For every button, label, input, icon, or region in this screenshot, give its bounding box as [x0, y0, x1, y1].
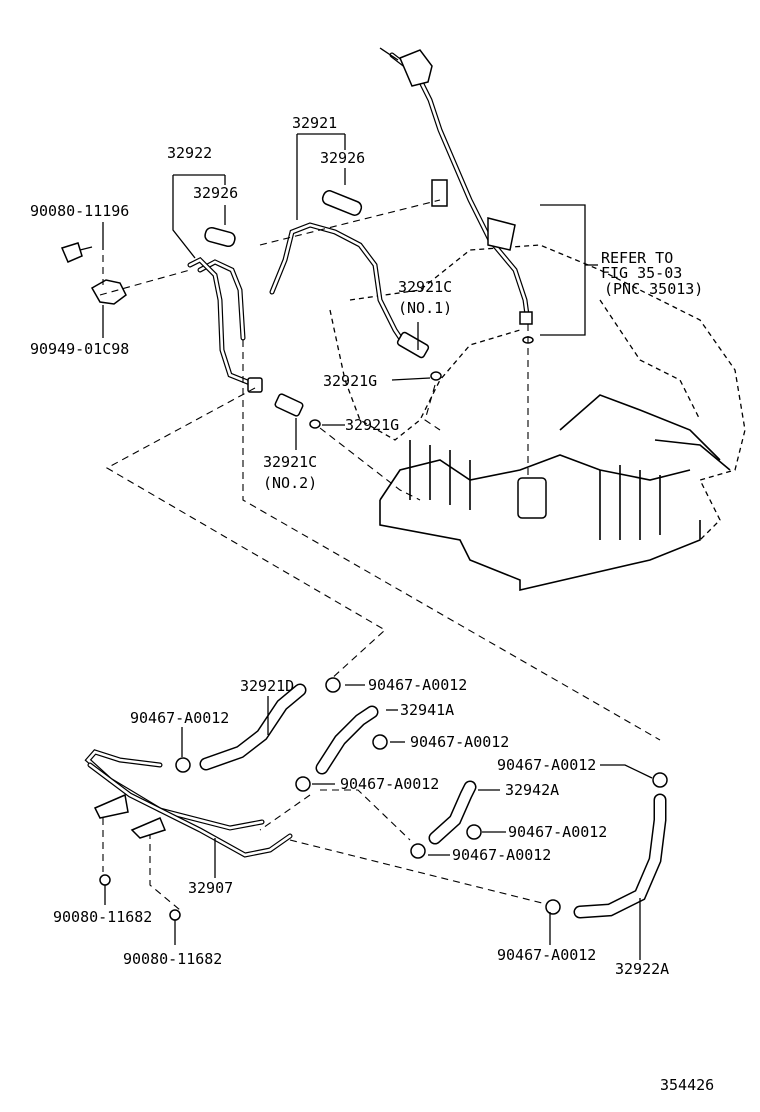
label-90080-11196: 90080-11196 — [30, 202, 129, 220]
transmission-assembly — [329, 244, 746, 592]
gasket-2 — [309, 419, 321, 429]
tube-bracket — [431, 179, 448, 207]
label-32921c-no1: 32921C — [398, 278, 452, 296]
dashed-links — [99, 199, 661, 911]
label-32922a: 32922A — [615, 960, 669, 978]
label-32921: 32921 — [292, 114, 337, 132]
label-32921g-a: 32921G — [323, 372, 377, 390]
label-32941a: 32941A — [400, 701, 454, 719]
label-32926-right: 32926 — [320, 149, 365, 167]
strainer-block — [517, 477, 547, 519]
label-32921d: 32921D — [240, 677, 294, 695]
label-clip-right-top: 90467-A0012 — [497, 756, 596, 774]
filler-tube — [379, 47, 534, 344]
label-clip-mid: 90467-A0012 — [340, 775, 439, 793]
leader-lines-upper — [102, 133, 431, 450]
label-32921c-no2: 32921C — [263, 453, 317, 471]
dipstick-handle — [399, 49, 433, 87]
pipe-grommet-right — [321, 190, 363, 216]
label-clip-942b: 90467-A0012 — [452, 846, 551, 864]
refer-note-line3: (PNC 35013) — [604, 280, 703, 298]
label-90949-01c98: 90949-01C98 — [30, 340, 129, 358]
hoses — [199, 683, 667, 919]
label-32942a: 32942A — [505, 781, 559, 799]
label-90080-11682-b: 90080-11682 — [123, 950, 222, 968]
bracket-b — [130, 817, 167, 839]
document-number: 354426 — [660, 1076, 714, 1094]
gasket-1 — [430, 371, 442, 381]
tube-bracket-2 — [487, 217, 516, 251]
label-clip-942a: 90467-A0012 — [508, 823, 607, 841]
label-clip-left: 90467-A0012 — [130, 709, 229, 727]
leader-lines-lower — [104, 684, 653, 960]
bolt-icon — [60, 242, 83, 263]
label-clip-941: 90467-A0012 — [410, 733, 509, 751]
pipe-grommet-left — [204, 226, 236, 248]
label-32926-left: 32926 — [193, 184, 238, 202]
label-32921g-b: 32921G — [345, 416, 399, 434]
label-32907: 32907 — [188, 879, 233, 897]
bracket-a — [93, 793, 129, 819]
label-32921c-no1-sub: (NO.1) — [398, 299, 452, 317]
part-labels: 32921 32926 32922 32926 90080-11196 9094… — [30, 114, 714, 1094]
union-no1 — [396, 331, 430, 359]
union-no2 — [274, 393, 304, 417]
label-32922: 32922 — [167, 144, 212, 162]
refer-note-line2: FIG 35-03 — [601, 264, 682, 282]
label-clip-top: 90467-A0012 — [368, 676, 467, 694]
refer-bracket — [540, 204, 586, 336]
pipe-clamp — [90, 279, 127, 305]
refer-note-line1: REFER TO — [601, 249, 673, 267]
cooler-pipes-lower — [84, 749, 293, 858]
label-clip-bottom: 90467-A0012 — [497, 946, 596, 964]
hose-clips — [99, 677, 668, 921]
cooler-pipes-upper — [60, 190, 442, 429]
label-32921c-no2-sub: (NO.2) — [263, 474, 317, 492]
label-90080-11682-a: 90080-11682 — [53, 908, 152, 926]
